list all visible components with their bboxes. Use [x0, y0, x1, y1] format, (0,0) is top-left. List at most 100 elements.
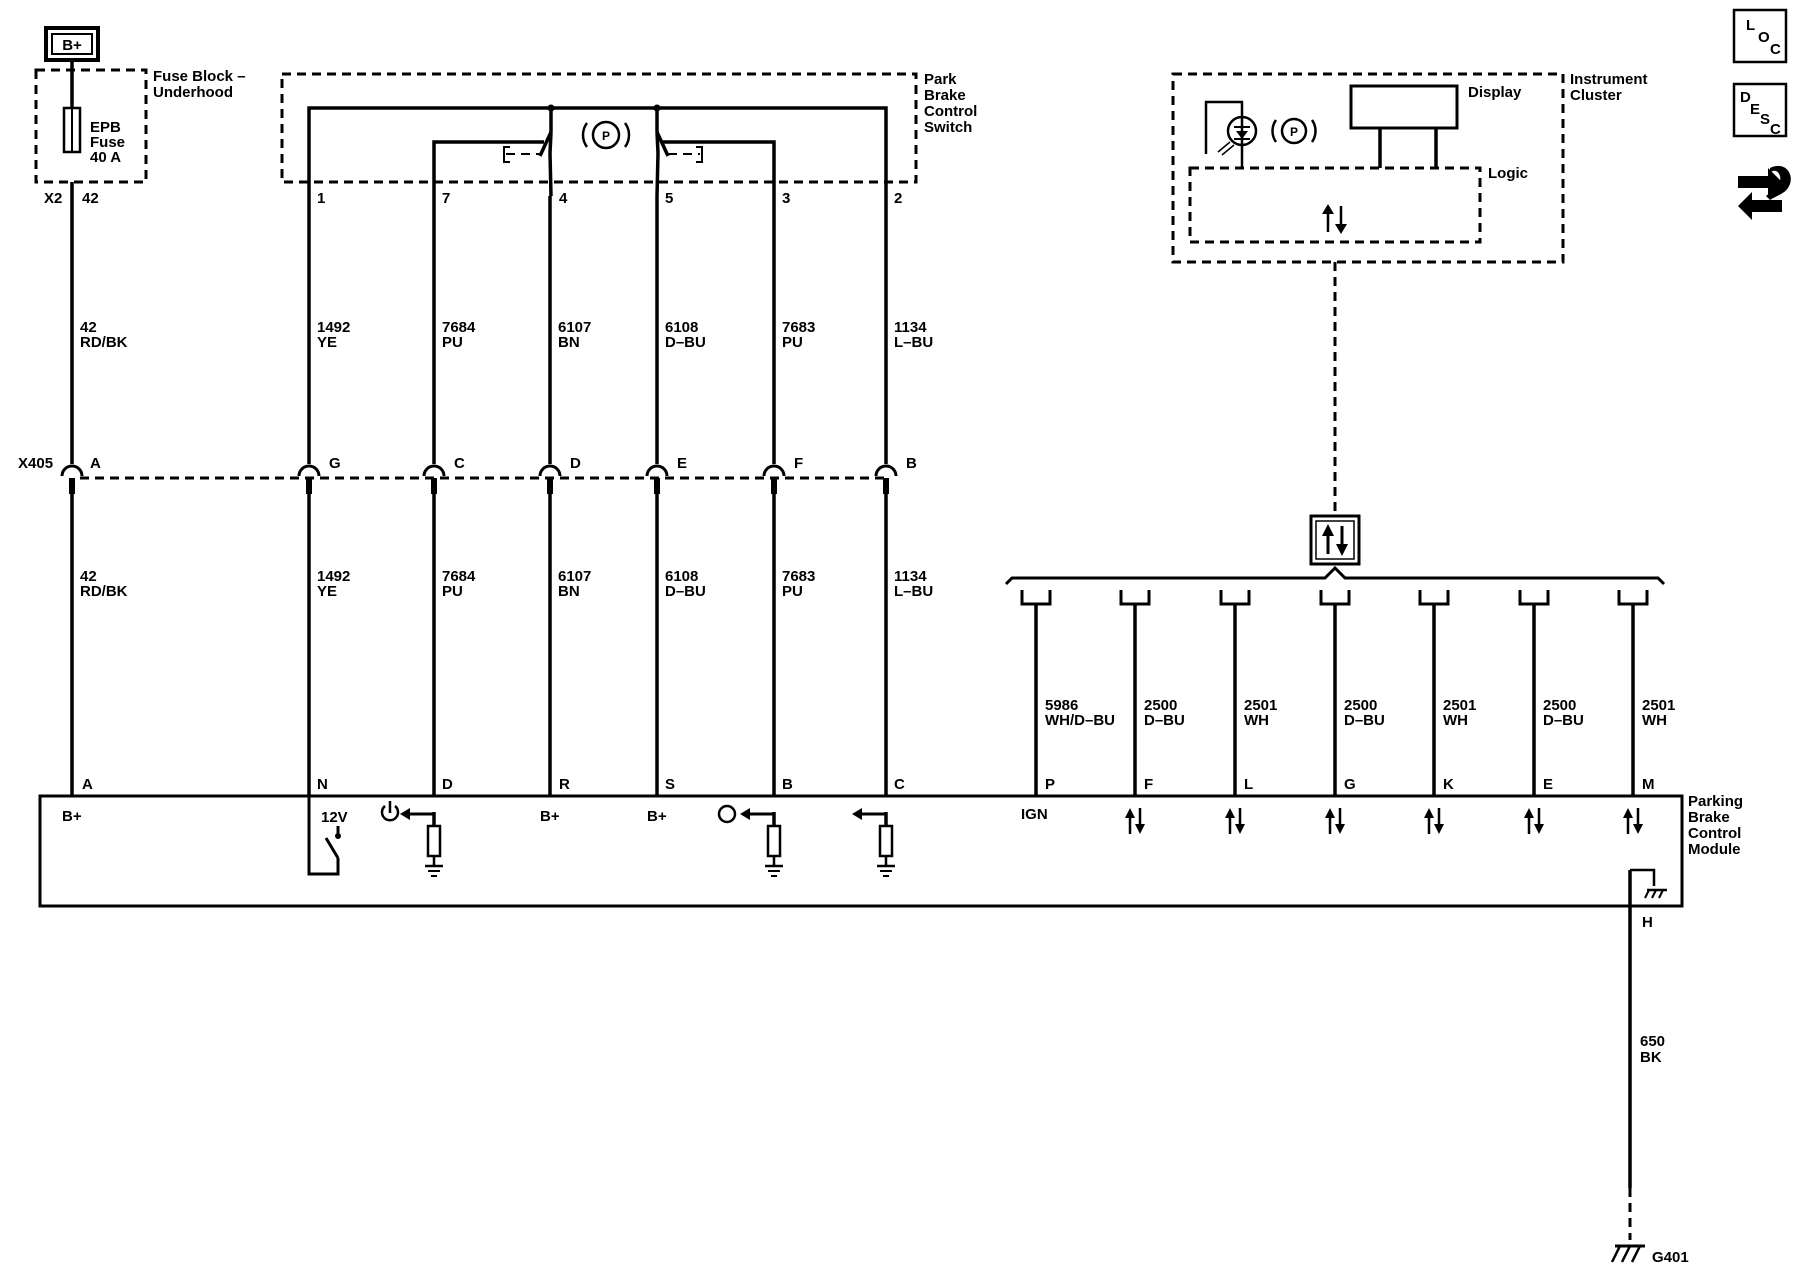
wire-circuit-number: 5986 — [1045, 697, 1078, 714]
ground-g401-icon — [1610, 1244, 1645, 1263]
wire-color-code: D–BU — [1543, 712, 1584, 729]
wire-circuit-number: 1492 — [317, 568, 350, 585]
module-pin: F — [1144, 776, 1153, 793]
wire-circuit-number: 2500 — [1344, 697, 1377, 714]
svg-text:Instrument: Instrument — [1570, 71, 1648, 88]
pull-down-resistor — [426, 824, 442, 858]
module-pin: L — [1244, 776, 1253, 793]
wire-circuit-number: 6108 — [665, 568, 698, 585]
serial-data-terminal — [1219, 590, 1251, 606]
data-arrow-up-head — [1325, 808, 1335, 818]
fuse-block-label: Fuse Block – — [153, 68, 246, 85]
serial-data-bracket — [1004, 565, 1666, 586]
connector-female-terminal — [60, 464, 84, 477]
module-pin: R — [559, 776, 570, 793]
display-label: Display — [1468, 84, 1522, 101]
module-pin: A — [82, 776, 93, 793]
svg-text:C: C — [1770, 41, 1781, 58]
module-label: Parking Brake Control Module — [1688, 793, 1743, 858]
wire-color-code: PU — [442, 583, 463, 600]
svg-text:Control: Control — [924, 103, 977, 120]
internal-switch-path — [307, 796, 340, 876]
svg-text:Module: Module — [1688, 841, 1741, 858]
wire-circuit-number: 1492 — [317, 319, 350, 336]
wire-color-code: WH — [1244, 712, 1269, 729]
wire-color-code: L–BU — [894, 334, 933, 351]
ground-wire-circuit: 650 — [1640, 1033, 1665, 1050]
fuse-block-label: Underhood — [153, 84, 233, 101]
logic-box — [1188, 166, 1482, 244]
module-ground-pin: H — [1642, 914, 1653, 931]
pull-down-resistor — [878, 824, 894, 858]
svg-text:E: E — [1750, 101, 1760, 118]
wire-color-code: D–BU — [1144, 712, 1185, 729]
fuse-pin-label: 42 — [82, 190, 99, 207]
wire-circuit-number: 7683 — [782, 319, 815, 336]
data-arrow-down-head — [1434, 824, 1444, 834]
wire-circuit-number: 2501 — [1443, 697, 1476, 714]
x405-pin: F — [794, 455, 803, 472]
connector-female-terminal — [538, 464, 562, 477]
svg-text:Brake: Brake — [924, 87, 966, 104]
module-function: IGN — [1021, 806, 1048, 823]
internal-switch-blade — [324, 837, 340, 859]
status-circle-icon — [717, 804, 737, 824]
svg-text:O: O — [1758, 29, 1770, 46]
wire-circuit-number: 6107 — [558, 568, 591, 585]
svg-text:S: S — [1760, 111, 1770, 128]
cluster-parking-brake-icon: P — [1271, 117, 1317, 145]
svg-text:P: P — [1290, 125, 1298, 139]
x405-pin: E — [677, 455, 687, 472]
module-pin: K — [1443, 776, 1454, 793]
data-arrow-up-head — [1524, 808, 1534, 818]
connector-male-terminal — [654, 478, 660, 494]
switch-pin: 3 — [782, 190, 790, 207]
wire-circuit-number: 42 — [80, 568, 97, 585]
input-arrow-head — [400, 808, 410, 820]
parking-brake-symbol-icon: P — [581, 120, 631, 150]
input-arrow-head — [852, 808, 862, 820]
fuse-label-line: Fuse — [90, 134, 125, 151]
wire-circuit-number: 2501 — [1642, 697, 1675, 714]
desc-button[interactable]: D E S C — [1732, 82, 1788, 138]
power-source-label: B+ — [62, 37, 82, 54]
left-wire-group: 42RD/BKA42RD/BK1492YEG1492YE7684PUC7684P… — [60, 182, 933, 796]
switch-pin: 1 — [317, 190, 325, 207]
data-arrow-up-head — [1125, 808, 1135, 818]
loc-button[interactable]: L O C — [1732, 8, 1788, 64]
wire-color-code: D–BU — [665, 334, 706, 351]
data-arrow-up-head — [1424, 808, 1434, 818]
wire-circuit-number: 7684 — [442, 319, 476, 336]
right-wire-group: 5986WH/D–BU2500D–BU2501WH2500D–BU2501WH2… — [1020, 590, 1675, 796]
wire-color-code: PU — [782, 583, 803, 600]
serial-data-terminal — [1418, 590, 1450, 606]
module-function: B+ — [647, 808, 667, 825]
park-brake-switch-boundary — [280, 72, 918, 184]
wire-color-code: WH — [1642, 712, 1667, 729]
module-pin: P — [1045, 776, 1055, 793]
instrument-cluster-boundary — [1171, 72, 1565, 264]
wire-circuit-number: 6108 — [665, 319, 698, 336]
connector-female-terminal — [297, 464, 321, 477]
x405-pin: C — [454, 455, 465, 472]
wire-circuit-number: 7683 — [782, 568, 815, 585]
display-box — [1349, 84, 1459, 130]
switch-pin: 5 — [665, 190, 673, 207]
ground-g401-label: G401 — [1652, 1249, 1689, 1266]
wire-color-code: BN — [558, 583, 580, 600]
serial-data-box — [1309, 514, 1361, 566]
data-arrow-down-head — [1235, 824, 1245, 834]
cluster-label: Instrument Cluster — [1570, 71, 1648, 104]
wire-color-code: D–BU — [665, 583, 706, 600]
switch-label: Park Brake Control Switch — [924, 71, 977, 136]
wrench-arrows-icon[interactable] — [1738, 165, 1791, 220]
connector-female-terminal — [874, 464, 898, 477]
parking-brake-module-box — [38, 794, 1684, 908]
wire-circuit-number: 2500 — [1543, 697, 1576, 714]
ground-wire-color: BK — [1640, 1049, 1662, 1066]
indicator-lamp-icon — [1204, 100, 1258, 168]
module-function: B+ — [540, 808, 560, 825]
wire-color-code: RD/BK — [80, 583, 128, 600]
module-pin: B — [782, 776, 793, 793]
